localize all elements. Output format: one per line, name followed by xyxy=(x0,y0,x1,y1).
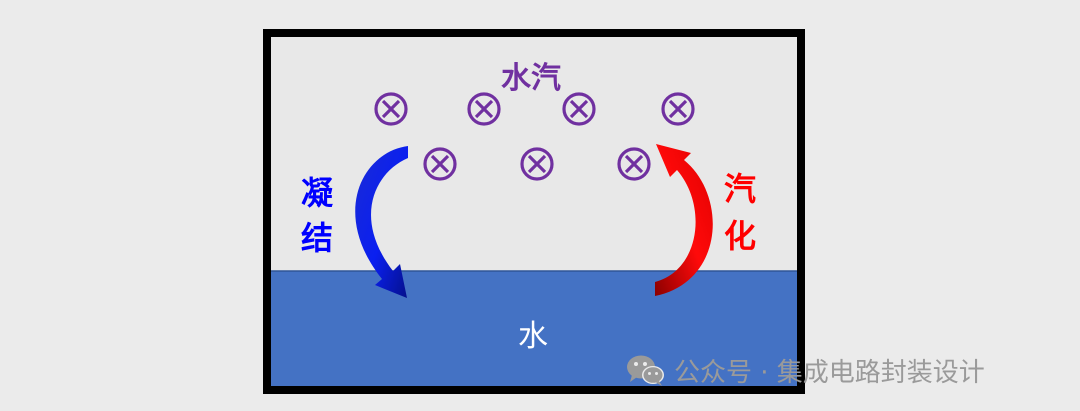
condensation-label-char-1: 凝 xyxy=(301,174,333,212)
condensation-label-char-2: 结 xyxy=(301,219,333,257)
circled-x-icon xyxy=(617,147,651,181)
watermark: 公众号 · 集成电路封装设计 xyxy=(626,350,985,390)
water-region xyxy=(271,271,797,386)
circled-x-icon xyxy=(661,92,695,126)
molecule-3 xyxy=(562,92,596,126)
condensation-arrow xyxy=(355,146,408,298)
vapor-label: 水汽 xyxy=(501,61,561,96)
circled-x-icon xyxy=(562,92,596,126)
evaporation-arrow xyxy=(655,144,713,296)
evaporation-label-char-1: 汽 xyxy=(724,170,756,208)
water-label: 水 xyxy=(518,319,548,354)
molecule-4 xyxy=(661,92,695,126)
curved-arrow-up-icon xyxy=(655,144,713,296)
wechat-icon xyxy=(627,355,664,386)
watermark-text: 公众号 · 集成电路封装设计 xyxy=(674,357,985,388)
molecule-1 xyxy=(374,92,408,126)
molecule-5 xyxy=(423,147,457,181)
molecule-6 xyxy=(520,147,554,181)
molecule-7 xyxy=(617,147,651,181)
curved-arrow-down-icon xyxy=(355,146,408,298)
circled-x-icon xyxy=(520,147,554,181)
circled-x-icon xyxy=(374,92,408,126)
molecule-2 xyxy=(467,92,501,126)
evaporation-label-char-2: 化 xyxy=(724,217,756,255)
circled-x-icon xyxy=(467,92,501,126)
circled-x-icon xyxy=(423,147,457,181)
